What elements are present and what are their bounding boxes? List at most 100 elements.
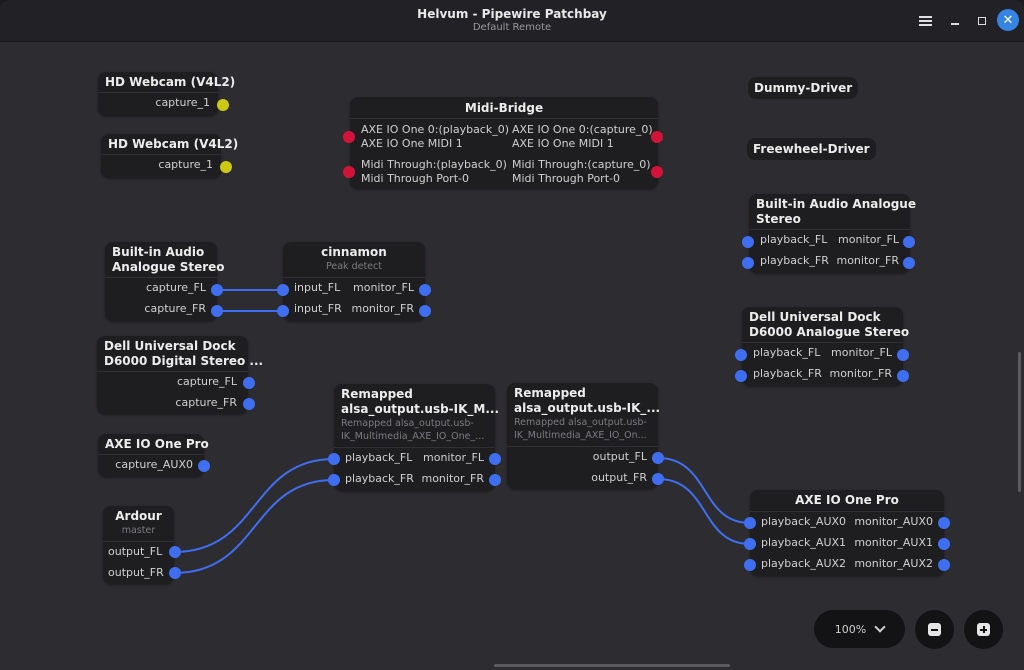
node-dell-analogue-stereo[interactable]: Dell Universal Dock D6000 Analogue Stere… <box>742 307 909 386</box>
port-dot-dell-analogue-mon-fl[interactable] <box>897 349 909 361</box>
port-label-midithrough-playback: Midi Through:(playback_0)Midi Through Po… <box>361 158 507 185</box>
port-dot-axe-sink-mon-aux0[interactable] <box>938 517 950 529</box>
port-dot-builtin-sink-in-fr[interactable] <box>742 257 754 269</box>
port-dot-remapped-sink-in-fl[interactable] <box>328 453 340 465</box>
zoom-out-button[interactable] <box>915 610 954 649</box>
node-title-line2: alsa_output.usb-IK_... <box>514 401 661 415</box>
port-dot-remapped-sink-mon-fl[interactable] <box>489 453 501 465</box>
minimize-button[interactable] <box>944 10 966 32</box>
port-dot-axe-sink-in-aux0[interactable] <box>744 517 756 529</box>
port-playback-fl: playback_FL <box>753 346 821 359</box>
port-dot-cinnamon-in-fr[interactable] <box>277 305 289 317</box>
port-dot-dell-analogue-in-fr[interactable] <box>735 370 747 382</box>
port-monitor-aux2: monitor_AUX2 <box>854 557 933 570</box>
port-playback-fr: playback_FR <box>760 254 829 267</box>
port-capture-fl: capture_FL <box>176 375 237 388</box>
zoom-in-icon <box>977 623 990 636</box>
link-remapped-axe-aux0[interactable] <box>657 457 751 524</box>
node-remapped-sink[interactable]: Remapped alsa_output.usb-IK_M... Remappe… <box>334 384 499 491</box>
node-subtitle-line2: IK_Multimedia_AXE_IO_On... <box>514 430 647 441</box>
port-label-axe-capture: AXE IO One 0:(capture_0)AXE IO One MIDI … <box>512 123 653 150</box>
node-title-line1: Built-in Audio Analogue <box>756 197 916 211</box>
port-dot-ardour-out-fl[interactable] <box>169 546 181 558</box>
port-dot-remapped-source-fl[interactable] <box>652 452 664 464</box>
node-ardour[interactable]: Ardour master output_FL output_FR <box>103 506 174 584</box>
node-title-line1: Dell Universal Dock <box>104 339 236 353</box>
maximize-button[interactable] <box>971 10 993 32</box>
port-dot-axe-capture-aux0[interactable] <box>198 460 210 472</box>
port-dot-webcam2-capture-1[interactable] <box>220 161 232 173</box>
close-icon: ✕ <box>1002 12 1014 28</box>
port-output-fr: output_FR <box>108 566 164 579</box>
port-capture-fl: capture_FL <box>145 281 206 294</box>
link-ardour-remapped-fr[interactable] <box>173 479 335 574</box>
port-dot-cinnamon-mon-fl[interactable] <box>419 284 431 296</box>
port-dot-webcam1-capture-1[interactable] <box>217 99 229 111</box>
node-hd-webcam-2[interactable]: HD Webcam (V4L2) capture_1 <box>101 134 238 178</box>
close-button[interactable]: ✕ <box>997 9 1019 31</box>
port-capture-aux0: capture_AUX0 <box>115 458 193 471</box>
node-title: Midi-Bridge <box>464 101 544 115</box>
node-title: cinnamon <box>321 245 387 259</box>
node-title-line1: Remapped <box>514 386 586 400</box>
node-hd-webcam-1[interactable]: HD Webcam (V4L2) capture_1 <box>98 72 235 116</box>
zoom-in-button[interactable] <box>964 610 1003 649</box>
port-monitor-fr: monitor_FR <box>421 472 484 485</box>
node-subtitle-line1: Remapped alsa_output.usb- <box>514 417 647 428</box>
node-builtin-audio-sink[interactable]: Built-in Audio Analogue Stereo playback_… <box>749 194 916 273</box>
port-dot-axe-sink-mon-aux1[interactable] <box>938 538 950 550</box>
port-dot-axe-sink-in-aux2[interactable] <box>744 559 756 571</box>
port-monitor-fl: monitor_FL <box>353 281 414 294</box>
node-axe-io-one-pro-source[interactable]: AXE IO One Pro capture_AUX0 <box>98 434 209 477</box>
main-menu-button[interactable] <box>914 10 936 32</box>
port-dot-builtin-sink-mon-fr[interactable] <box>903 257 915 269</box>
port-input-fl: input_FL <box>294 281 341 294</box>
node-title-line2: D6000 Digital Stereo ... <box>104 354 264 368</box>
port-dot-cinnamon-mon-fr[interactable] <box>419 305 431 317</box>
port-dot-dell-digital-fl[interactable] <box>243 377 255 389</box>
port-monitor-fl: monitor_FL <box>423 451 484 464</box>
port-dot-axe-sink-in-aux1[interactable] <box>744 538 756 550</box>
port-dot-midi-out-axe[interactable] <box>651 131 663 143</box>
port-output-fl: output_FL <box>592 450 647 463</box>
port-label-axe-playback: AXE IO One 0:(playback_0)AXE IO One MIDI… <box>361 123 510 150</box>
node-freewheel-driver[interactable]: Freewheel-Driver <box>747 138 876 160</box>
node-title: AXE IO One Pro <box>105 437 209 451</box>
port-dot-axe-sink-mon-aux2[interactable] <box>938 559 950 571</box>
port-output-fr: output_FR <box>591 471 647 484</box>
horizontal-scrollbar[interactable] <box>494 664 730 667</box>
port-dot-ardour-out-fr[interactable] <box>169 567 181 579</box>
vertical-scrollbar[interactable] <box>1018 352 1021 492</box>
port-dot-dell-analogue-mon-fr[interactable] <box>897 370 909 382</box>
node-builtin-audio-source[interactable]: Built-in Audio Analogue Stereo capture_F… <box>105 242 225 321</box>
port-playback-fr: playback_FR <box>753 367 822 380</box>
zoom-out-icon <box>928 623 941 636</box>
link-remapped-axe-aux1[interactable] <box>657 478 751 545</box>
port-dot-dell-analogue-in-fl[interactable] <box>735 349 747 361</box>
port-dot-builtin-source-fr[interactable] <box>211 305 223 317</box>
chevron-down-icon <box>874 621 886 633</box>
node-dell-digital-stereo[interactable]: Dell Universal Dock D6000 Digital Stereo… <box>97 336 264 414</box>
node-remapped-source[interactable]: Remapped alsa_output.usb-IK_... Remapped… <box>507 383 661 489</box>
port-capture-1: capture_1 <box>155 96 210 109</box>
node-dummy-driver[interactable]: Dummy-Driver <box>748 77 859 99</box>
minimize-icon <box>951 23 959 25</box>
port-dot-midi-in-through[interactable] <box>343 166 355 178</box>
port-dot-remapped-source-fr[interactable] <box>652 473 664 485</box>
title-bar[interactable]: Helvum - Pipewire Patchbay Default Remot… <box>0 0 1024 42</box>
node-midi-bridge[interactable]: Midi-Bridge AXE IO One 0:(playback_0)AXE… <box>350 97 658 189</box>
port-dot-midi-in-axe[interactable] <box>343 131 355 143</box>
port-dot-remapped-sink-in-fr[interactable] <box>328 474 340 486</box>
port-dot-builtin-sink-mon-fl[interactable] <box>903 236 915 248</box>
port-dot-remapped-sink-mon-fr[interactable] <box>489 474 501 486</box>
port-dot-midi-out-through[interactable] <box>651 166 663 178</box>
port-dot-builtin-source-fl[interactable] <box>211 284 223 296</box>
zoom-level-dropdown[interactable]: 100% <box>814 610 905 648</box>
port-dot-builtin-sink-in-fl[interactable] <box>742 236 754 248</box>
port-capture-1: capture_1 <box>158 158 213 171</box>
port-monitor-aux0: monitor_AUX0 <box>854 515 933 528</box>
port-dot-dell-digital-fr[interactable] <box>243 398 255 410</box>
port-dot-cinnamon-in-fl[interactable] <box>277 284 289 296</box>
